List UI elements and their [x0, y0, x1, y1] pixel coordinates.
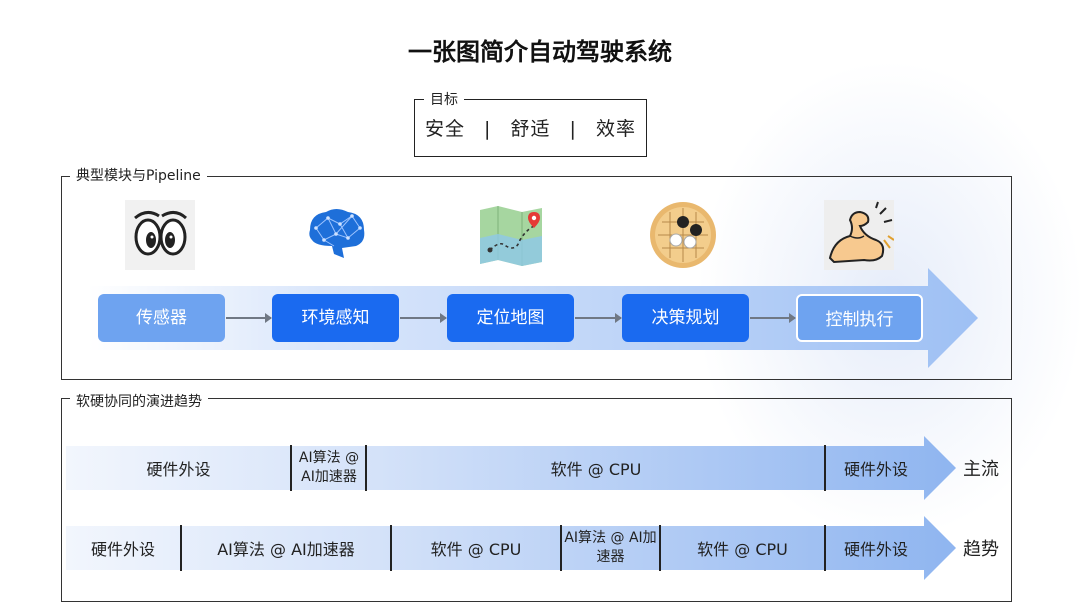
trend-segment-ai-2: AI算法 @ AI加速器: [564, 530, 657, 565]
future-trend-arrow: [66, 516, 956, 580]
segment-divider: [560, 525, 562, 571]
pipeline-panel: [61, 176, 1012, 380]
trend-panel: [61, 398, 1012, 602]
mainstream-segment-hardware-end: 硬件外设: [843, 460, 908, 479]
mainstream-arrow: [66, 436, 956, 500]
mainstream-label: 主流: [963, 459, 999, 480]
pipeline-connector: [226, 313, 272, 323]
trend-segment-software: 软件 @ CPU: [430, 540, 522, 559]
goal-box: [414, 99, 647, 157]
segment-divider: [659, 525, 661, 571]
goal-item-efficiency: 效率: [596, 118, 637, 140]
segment-divider: [290, 445, 292, 491]
segment-divider: [180, 525, 182, 571]
mainstream-segment-hardware: 硬件外设: [146, 460, 211, 479]
stage-sensor: 传感器: [98, 294, 225, 342]
go-board-icon: [650, 202, 716, 268]
segment-divider: [365, 445, 367, 491]
mainstream-segment-software: 软件 @ CPU: [550, 460, 642, 479]
eyes-icon: [125, 200, 195, 270]
goal-items: 安全 | 舒适 | 效率: [414, 114, 647, 141]
stage-localization-map: 定位地图: [447, 294, 574, 342]
goal-separator: |: [569, 118, 577, 140]
stage-decision-planning: 决策规划: [622, 294, 749, 342]
segment-divider: [824, 525, 826, 571]
goal-separator: |: [484, 118, 492, 140]
flexed-arm-icon: [824, 200, 894, 270]
segment-divider: [824, 445, 826, 491]
trend-segment-ai: AI算法 @ AI加速器: [217, 540, 355, 559]
goal-item-comfort: 舒适: [510, 118, 551, 140]
trend-legend: 软硬协同的演进趋势: [70, 391, 208, 411]
trend-label: 趋势: [963, 539, 999, 560]
stage-perception: 环境感知: [272, 294, 399, 342]
pipeline-legend: 典型模块与Pipeline: [70, 165, 207, 185]
goal-legend: 目标: [424, 89, 464, 109]
map-icon: [480, 206, 542, 266]
goal-item-safety: 安全: [424, 118, 465, 140]
trend-segment-hardware: 硬件外设: [90, 540, 155, 559]
pipeline-connector: [575, 313, 622, 323]
trend-segment-hardware-end: 硬件外设: [843, 540, 908, 559]
trend-segment-software-2: 软件 @ CPU: [697, 540, 788, 559]
stage-control: 控制执行: [796, 294, 923, 342]
pipeline-connector: [750, 313, 796, 323]
pipeline-connector: [400, 313, 447, 323]
page-title: 一张图简介自动驾驶系统: [408, 38, 672, 66]
brain-icon: [309, 209, 365, 258]
segment-divider: [390, 525, 392, 571]
mainstream-segment-ai: AI算法 @ AI加速器: [298, 450, 360, 485]
